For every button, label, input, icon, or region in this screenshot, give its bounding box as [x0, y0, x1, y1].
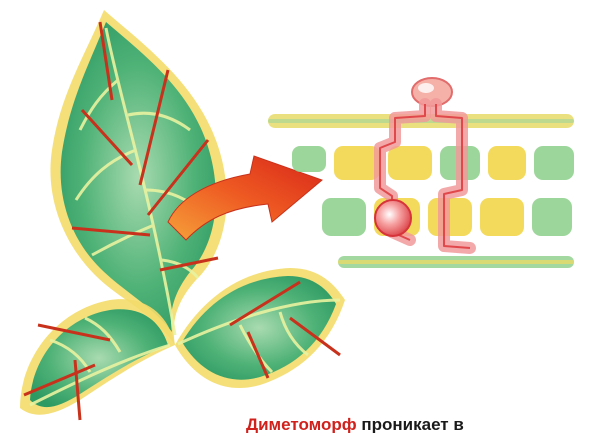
top-leaf: [50, 10, 226, 345]
caption-highlight-word: Диметоморф: [246, 415, 357, 433]
haustorium: [375, 200, 411, 236]
caption-rest: проникает в: [357, 415, 464, 433]
bottom-left-leaf: [20, 299, 175, 420]
leaf-tissue-cells: [268, 114, 574, 268]
caption-text: Диметоморф проникает в: [246, 414, 593, 433]
bottom-right-leaf: [175, 268, 345, 388]
